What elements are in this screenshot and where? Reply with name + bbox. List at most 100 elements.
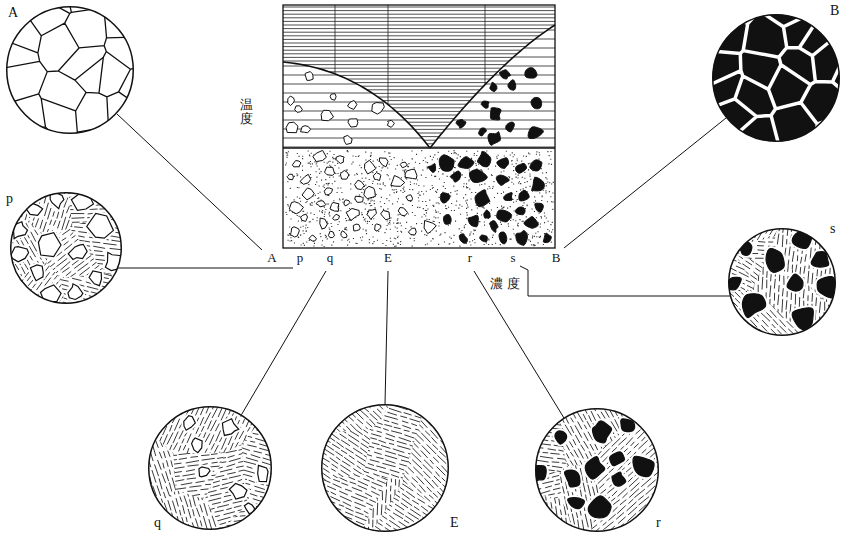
primary-crystal: [309, 235, 317, 241]
primary-crystal: [355, 180, 365, 189]
primary-crystal: [443, 215, 451, 225]
crystal-halo: [10, 247, 28, 262]
microstructure-view: A: [6, 6, 134, 134]
view-letter: q: [154, 516, 161, 530]
crystal-halo: [184, 416, 196, 430]
circle-outline: [149, 407, 272, 530]
crystal-halo: [564, 470, 580, 487]
primary-crystal: [568, 498, 585, 509]
primary-crystal: [87, 213, 114, 238]
primary-crystal: [530, 160, 542, 171]
primary-crystal: [288, 96, 295, 105]
circle-outline: [729, 229, 836, 336]
primary-crystal: [290, 227, 299, 237]
primary-crystal: [535, 203, 544, 212]
primary-crystal: [456, 120, 466, 129]
primary-crystal: [287, 174, 293, 179]
primary-crystal: [348, 100, 357, 109]
leader-line: [474, 271, 564, 418]
primary-crystal: [405, 169, 417, 179]
crystal-halo: [817, 277, 835, 298]
eutectic-lamellae: [301, 455, 390, 537]
primary-crystal: [321, 110, 333, 120]
primary-crystal: [441, 193, 450, 203]
composition-letter: q: [327, 251, 334, 264]
microstructure-view: q: [148, 406, 272, 530]
primary-crystal: [192, 438, 203, 453]
primary-crystal: [499, 232, 507, 244]
primary-crystal: [346, 208, 359, 220]
axis-title: 濃度: [490, 277, 524, 290]
primary-crystal: [320, 218, 328, 229]
primary-crystal: [222, 419, 238, 436]
primary-crystal: [480, 235, 488, 242]
crystal-halo: [87, 213, 114, 238]
circle-outline: [322, 405, 449, 532]
view-letter: A: [8, 6, 18, 20]
eutectic-lamellae: [568, 435, 707, 537]
primary-crystal: [10, 247, 28, 262]
primary-crystal: [305, 72, 313, 81]
primary-crystal: [348, 119, 358, 127]
primary-crystal: [229, 484, 247, 500]
crystal-halo: [68, 284, 83, 300]
axis-title: 温度: [240, 98, 253, 127]
primary-crystal: [391, 175, 405, 186]
composition-letter: p: [297, 251, 304, 264]
eutectic-lamellae: [578, 398, 674, 492]
leader-line: [242, 271, 327, 415]
microstructure-view: r: [535, 408, 659, 532]
primary-crystal: [341, 231, 347, 238]
primary-crystal: [89, 271, 101, 286]
primary-crystal: [301, 126, 311, 133]
crystal-halo: [633, 456, 654, 476]
primary-crystal: [479, 128, 487, 136]
crystal-halo: [612, 472, 626, 486]
crystal-halo: [38, 233, 61, 257]
primary-crystal: [766, 249, 784, 273]
grain-ground: [6, 6, 134, 134]
primary-crystal: [531, 97, 542, 108]
composition-letter: s: [510, 251, 515, 264]
primary-crystal: [286, 122, 298, 132]
leader-line: [564, 118, 726, 248]
microstructure-view: s: [728, 228, 836, 336]
primary-crystal: [295, 106, 303, 112]
primary-crystal: [424, 220, 436, 233]
view-letter: r: [656, 516, 661, 530]
primary-crystal: [258, 465, 268, 481]
primary-crystal: [373, 173, 380, 181]
primary-crystal: [484, 210, 491, 218]
primary-crystal: [302, 188, 314, 200]
crystal-halo: [229, 484, 247, 500]
primary-crystal: [355, 196, 363, 202]
primary-crystal: [439, 155, 454, 171]
eutectic-lamellae: [53, 263, 134, 316]
primary-crystal: [344, 135, 352, 144]
primary-crystal: [475, 190, 490, 207]
primary-crystal: [525, 68, 537, 78]
primary-crystal: [515, 207, 525, 215]
eutectic-lamellae: [59, 209, 141, 275]
primary-crystal: [38, 233, 61, 257]
primary-crystal: [506, 122, 515, 132]
primary-crystal: [610, 452, 625, 466]
primary-crystal: [524, 216, 538, 228]
microstructure-circle: [10, 192, 122, 304]
primary-crystal: [30, 265, 43, 281]
grain-boundary: [648, 0, 844, 206]
primary-crystal: [490, 82, 497, 91]
composition-letter: r: [468, 251, 472, 264]
crystal-halo: [26, 203, 43, 215]
diagram-frame: [283, 5, 555, 248]
primary-crystal: [344, 200, 350, 206]
leader-line: [118, 268, 293, 269]
primary-crystal: [367, 209, 377, 219]
circle-outline: [11, 193, 122, 304]
primary-crystal: [313, 150, 327, 161]
primary-crystal: [325, 167, 335, 175]
eutectic-lamellae: [524, 409, 581, 473]
primary-crystal: [333, 214, 340, 220]
crystal-halo: [787, 274, 803, 291]
composition-letter: A: [267, 251, 276, 264]
